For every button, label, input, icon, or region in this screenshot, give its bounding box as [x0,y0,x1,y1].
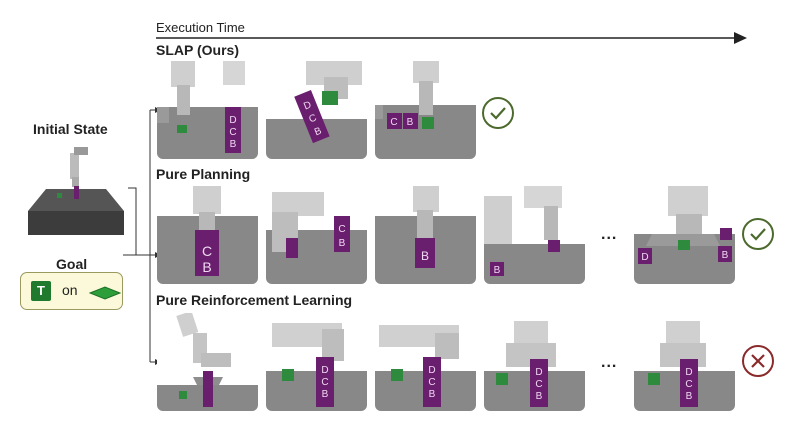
success-check-icon [482,97,514,129]
svg-text:B: B [686,391,693,402]
svg-text:D: D [535,367,542,378]
row-label-pure-planning: Pure Planning [156,166,251,182]
svg-text:C: C [685,379,692,390]
svg-text:B: B [322,389,329,400]
initial-state-label: Initial State [33,121,108,137]
slap-frame-1: D C B [157,61,258,159]
rl-frame-2: D C B [266,313,367,411]
svg-text:B: B [313,125,324,138]
failure-x-icon [742,345,774,377]
svg-text:B: B [429,389,436,400]
svg-text:C: C [229,127,236,138]
planning-frame-1: C B [157,186,258,284]
svg-text:C: C [321,377,328,388]
initial-state-image [24,141,128,239]
svg-text:D: D [302,99,313,112]
svg-text:C: C [338,224,345,235]
planning-frame-3: B [375,186,476,284]
rl-frame-4: D C B [484,313,585,411]
svg-text:D: D [685,367,692,378]
svg-text:C: C [428,377,435,388]
row-label-slap: SLAP (Ours) [156,42,239,58]
slap-frame-2: D C B [266,61,367,159]
goal-relation-text: on [62,282,78,298]
goal-target-region-icon [89,286,121,300]
planning-frame-2: C B [266,186,367,284]
rl-frame-final: D C B [634,313,735,411]
goal-block-badge: T [31,281,51,301]
rl-frame-3: D C B [375,313,476,411]
planning-frame-final: D B [634,186,735,284]
svg-text:C: C [202,243,212,259]
slap-frame-3: C B [375,61,476,159]
svg-text:B: B [407,117,414,128]
planning-ellipsis: ... [601,226,618,243]
planning-frame-4: B [484,186,585,284]
execution-time-label: Execution Time [156,20,245,35]
svg-text:B: B [202,259,211,275]
svg-text:B: B [722,250,729,261]
goal-label: Goal [56,256,88,272]
svg-text:B: B [339,238,346,249]
svg-text:B: B [494,265,501,276]
svg-text:D: D [428,365,435,376]
svg-text:D: D [641,252,648,263]
svg-text:B: B [536,391,543,402]
goal-box: T on [20,272,123,310]
svg-text:C: C [535,379,542,390]
svg-text:B: B [421,249,429,263]
execution-time-arrow [156,32,747,44]
svg-text:C: C [390,117,397,128]
svg-text:C: C [307,112,318,125]
row-label-pure-rl: Pure Reinforcement Learning [156,292,353,308]
rl-frame-1 [157,313,258,411]
rl-ellipsis: ... [601,354,618,371]
svg-text:B: B [230,139,237,150]
success-check-icon [742,218,774,250]
svg-text:D: D [321,365,328,376]
svg-text:D: D [229,115,236,126]
